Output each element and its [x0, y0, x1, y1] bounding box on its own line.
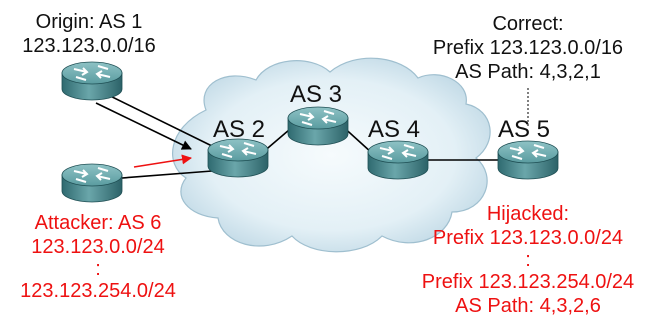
attacker-prefix-first: 123.123.0.0/24 — [31, 236, 165, 258]
router-icon-as4 — [367, 140, 429, 180]
hijacked-prefix-last: Prefix 123.123.254.0/24 — [421, 271, 635, 293]
router-icon-as2 — [207, 138, 269, 178]
attacker-prefix-last: 123.123.254.0/24 — [20, 280, 176, 302]
origin-label: Origin: AS 1 123.123.0.0/16 — [0, 10, 178, 58]
correct-as-path: AS Path: 4,3,2,1 — [455, 61, 601, 83]
origin-prefix: 123.123.0.0/16 — [22, 35, 156, 57]
hijacked-route-label: Hijacked: Prefix 123.123.0.0/24 : Prefix… — [398, 202, 649, 318]
attacker-ellipsis: : — [95, 258, 101, 280]
correct-route-label: Correct: Prefix 123.123.0.0/16 AS Path: … — [404, 12, 649, 84]
as5-label: AS 5 — [498, 116, 551, 143]
attacker-label: Attacker: AS 6 123.123.0.0/24 : 123.123.… — [0, 211, 196, 303]
attacker-title: Attacker: AS 6 — [34, 212, 162, 234]
router-icon-as3 — [287, 106, 349, 146]
hijacked-prefix-first: Prefix 123.123.0.0/24 — [432, 227, 624, 249]
hijacked-ellipsis: : — [525, 249, 531, 271]
correct-title: Correct: — [492, 13, 564, 35]
as2-label: AS 2 — [213, 116, 266, 143]
origin-title: Origin: AS 1 — [35, 11, 143, 33]
announce-arrow-as6 — [133, 154, 192, 168]
announce-arrow-as1 — [95, 102, 192, 150]
router-icon-as5 — [497, 140, 559, 180]
router-icon-as6 — [61, 163, 123, 203]
correct-prefix: Prefix 123.123.0.0/16 — [432, 37, 624, 59]
link-as1-as2 — [95, 88, 213, 147]
as4-label: AS 4 — [368, 116, 421, 143]
network-cloud — [172, 57, 491, 253]
as3-label: AS 3 — [290, 81, 343, 108]
router-icon-as1 — [61, 61, 123, 101]
hijacked-as-path: AS Path: 4,3,2,6 — [455, 295, 601, 317]
hijacked-title: Hijacked: — [486, 203, 570, 225]
